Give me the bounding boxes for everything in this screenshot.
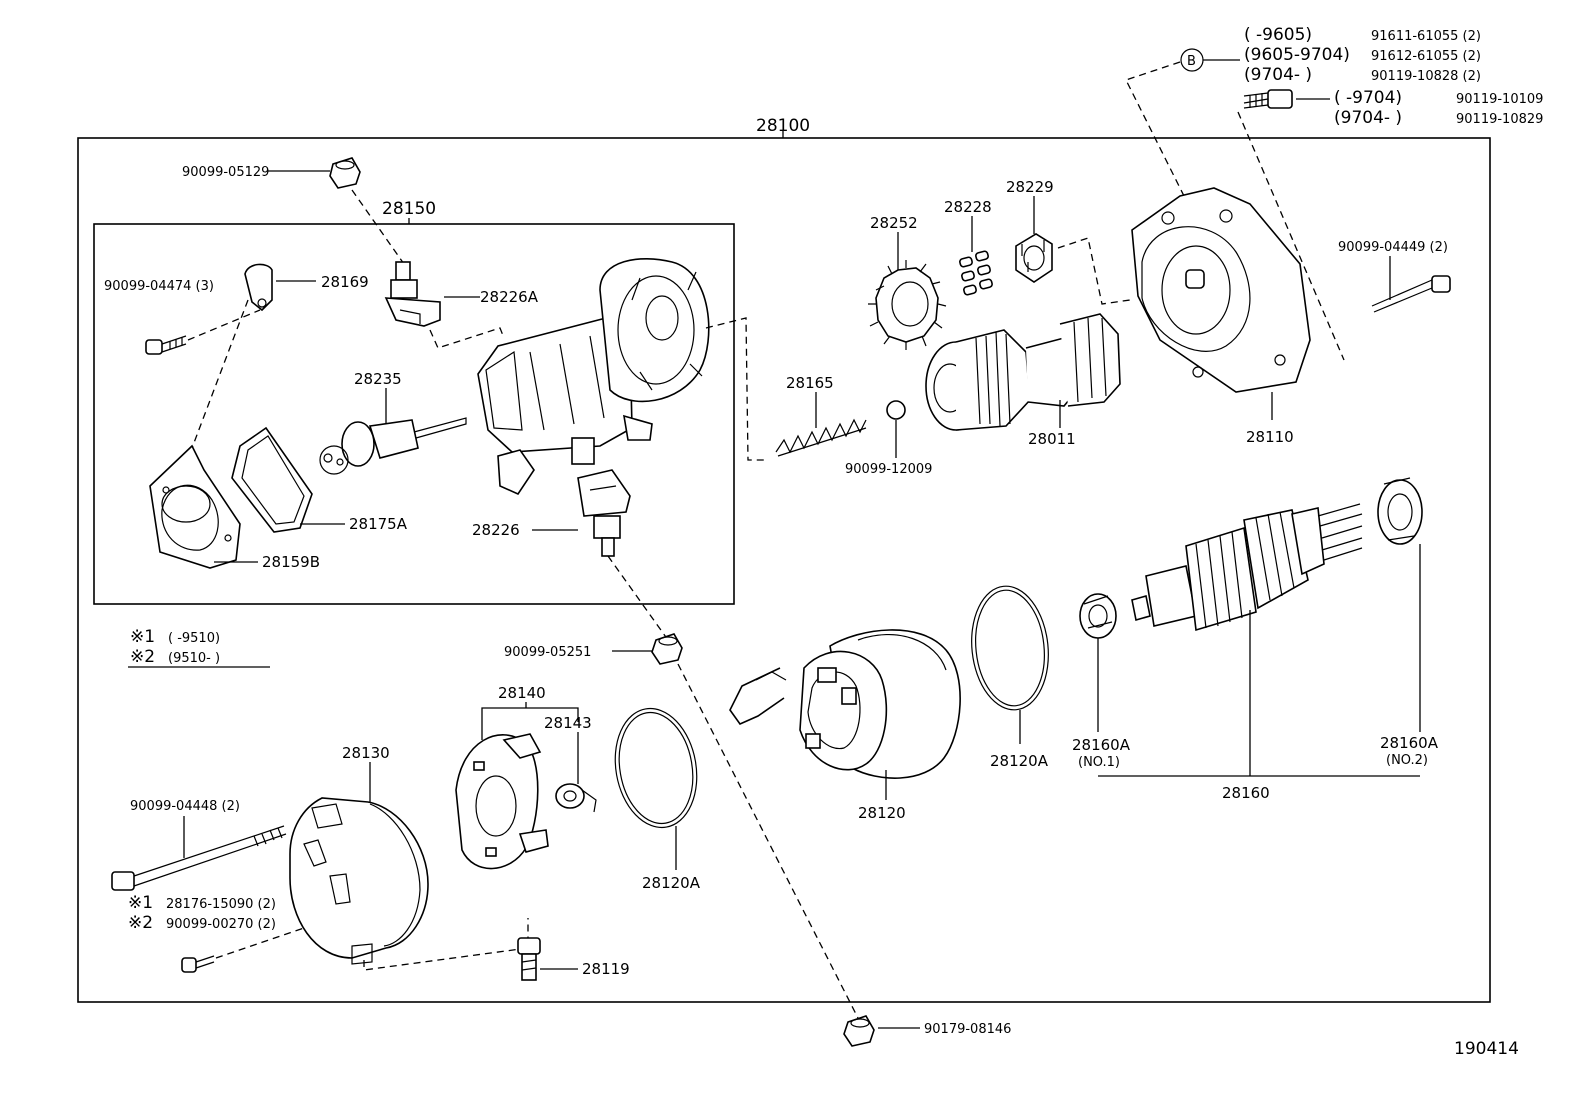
label-28143: 28143	[544, 714, 592, 732]
bolt-b-part-3: 90119-10828 (2)	[1371, 69, 1481, 84]
terminal-28226-icon	[577, 469, 631, 557]
label-28226: 28226	[472, 521, 520, 539]
o-ring-28120A-right-icon	[971, 585, 1049, 711]
brush-spring-28143-icon	[555, 783, 597, 813]
starter-housing-icon	[477, 257, 710, 496]
bolt-top-range-1: ( -9704)	[1334, 88, 1402, 108]
bolt-notes-b: ( -9605) 91611-61055 (2) (9605-9704) 916…	[1244, 25, 1481, 85]
label-28235: 28235	[354, 370, 402, 388]
nut-90179-08146-icon	[843, 1015, 875, 1047]
bearing-28160A-no2-icon	[1377, 477, 1423, 545]
svg-text:B: B	[1187, 54, 1196, 69]
terminal-28226A-icon	[384, 261, 441, 327]
note-28160A-no2: (NO.2)	[1386, 753, 1428, 768]
spring-28165-icon	[775, 418, 867, 457]
label-28228: 28228	[944, 198, 992, 216]
legend-range-1: ( -9510)	[168, 631, 220, 646]
ball-90099-12009-icon	[886, 400, 906, 420]
label-28176-15090: 28176-15090 (2)	[166, 897, 276, 912]
ref-mark-1: ※1	[128, 893, 153, 913]
label-90179-08146: 90179-08146	[924, 1022, 1011, 1037]
label-28120A-right: 28120A	[990, 752, 1049, 770]
label-28160: 28160	[1222, 784, 1270, 802]
label-28159B: 28159B	[262, 553, 320, 571]
label-90099-00270: 90099-00270 (2)	[166, 917, 276, 932]
gasket-28175A-icon	[231, 426, 313, 533]
label-28100: 28100	[756, 116, 810, 136]
subassembly-frame-28150	[93, 223, 735, 605]
bolt-b-range-1: ( -9605)	[1244, 25, 1312, 45]
label-28130: 28130	[342, 744, 390, 762]
screw-90099-00270-icon	[181, 955, 215, 973]
bolt-b-range-2: (9605-9704)	[1244, 45, 1350, 65]
legend: ※1 ( -9510) ※2 (9510- )	[128, 627, 270, 668]
label-90099-04474: 90099-04474 (3)	[104, 279, 214, 294]
bolt-top-icon	[1243, 89, 1293, 109]
screw-28119-icon	[517, 937, 541, 981]
o-ring-28120A-left-icon	[614, 707, 698, 829]
armature-28160-icon	[1131, 503, 1363, 632]
brush-holder-28140-icon	[455, 733, 549, 870]
bolt-b-part-2: 91612-61055 (2)	[1371, 49, 1481, 64]
assembly-frame-28100	[77, 137, 1491, 1003]
label-28120A-left: 28120A	[642, 874, 701, 892]
plunger-28235-icon	[319, 417, 467, 475]
screw-90099-04474-icon	[145, 335, 187, 355]
label-28252: 28252	[870, 214, 918, 232]
figure-number: 190414	[1454, 1039, 1519, 1059]
label-90099-04448: 90099-04448 (2)	[130, 799, 240, 814]
label-90099-12009: 90099-12009	[845, 462, 932, 477]
label-28119: 28119	[582, 960, 630, 978]
clutch-28011-icon	[925, 313, 1121, 431]
legend-mark-1: ※1	[130, 627, 155, 647]
label-28110: 28110	[1246, 428, 1294, 446]
cover-28159B-icon	[149, 444, 241, 569]
label-28120: 28120	[858, 804, 906, 822]
label-28226A: 28226A	[480, 288, 539, 306]
label-90099-05251: 90099-05251	[504, 645, 591, 660]
label-28160A-no1: 28160A	[1072, 736, 1131, 754]
bolt-notes-top: ( -9704) 90119-10109 (9704- ) 90119-1082…	[1296, 88, 1543, 128]
legend-range-2: (9510- )	[168, 651, 220, 666]
ref-mark-2: ※2	[128, 913, 153, 933]
bolt-b-part-1: 91611-61055 (2)	[1371, 29, 1481, 44]
bolt-b-range-3: (9704- )	[1244, 65, 1312, 85]
label-28140: 28140	[498, 684, 546, 702]
field-frame-28120-icon	[729, 629, 961, 779]
idler-gear-28252-icon	[868, 260, 947, 350]
label-28150: 28150	[382, 199, 436, 219]
callout-b: B	[1180, 48, 1240, 72]
label-90099-05129: 90099-05129	[182, 165, 269, 180]
label-90099-04449: 90099-04449 (2)	[1338, 240, 1448, 255]
rollers-28228-icon	[959, 250, 993, 296]
label-28165: 28165	[786, 374, 834, 392]
bearing-28160A-no1-icon	[1079, 593, 1117, 639]
nut-90099-05129-icon	[329, 157, 361, 189]
label-28160A-no2: 28160A	[1380, 734, 1439, 752]
bolt-90099-04449-icon	[1371, 275, 1451, 313]
retainer-28229-icon	[1015, 233, 1053, 283]
through-bolt-90099-04448-icon	[111, 825, 287, 891]
label-28169: 28169	[321, 273, 369, 291]
bolt-top-range-2: (9704- )	[1334, 108, 1402, 128]
end-frame-28130-icon	[289, 797, 429, 965]
nut-90099-05251-icon	[651, 633, 683, 665]
label-28011: 28011	[1028, 430, 1076, 448]
label-28229: 28229	[1006, 178, 1054, 196]
bolt-top-part-2: 90119-10829	[1456, 112, 1543, 127]
housing-28110-icon	[1131, 187, 1311, 393]
label-28175A: 28175A	[349, 515, 408, 533]
bolt-top-part-1: 90119-10109	[1456, 92, 1543, 107]
clip-28169-icon	[244, 263, 273, 312]
legend-mark-2: ※2	[130, 647, 155, 667]
note-28160A-no1: (NO.1)	[1078, 755, 1120, 770]
